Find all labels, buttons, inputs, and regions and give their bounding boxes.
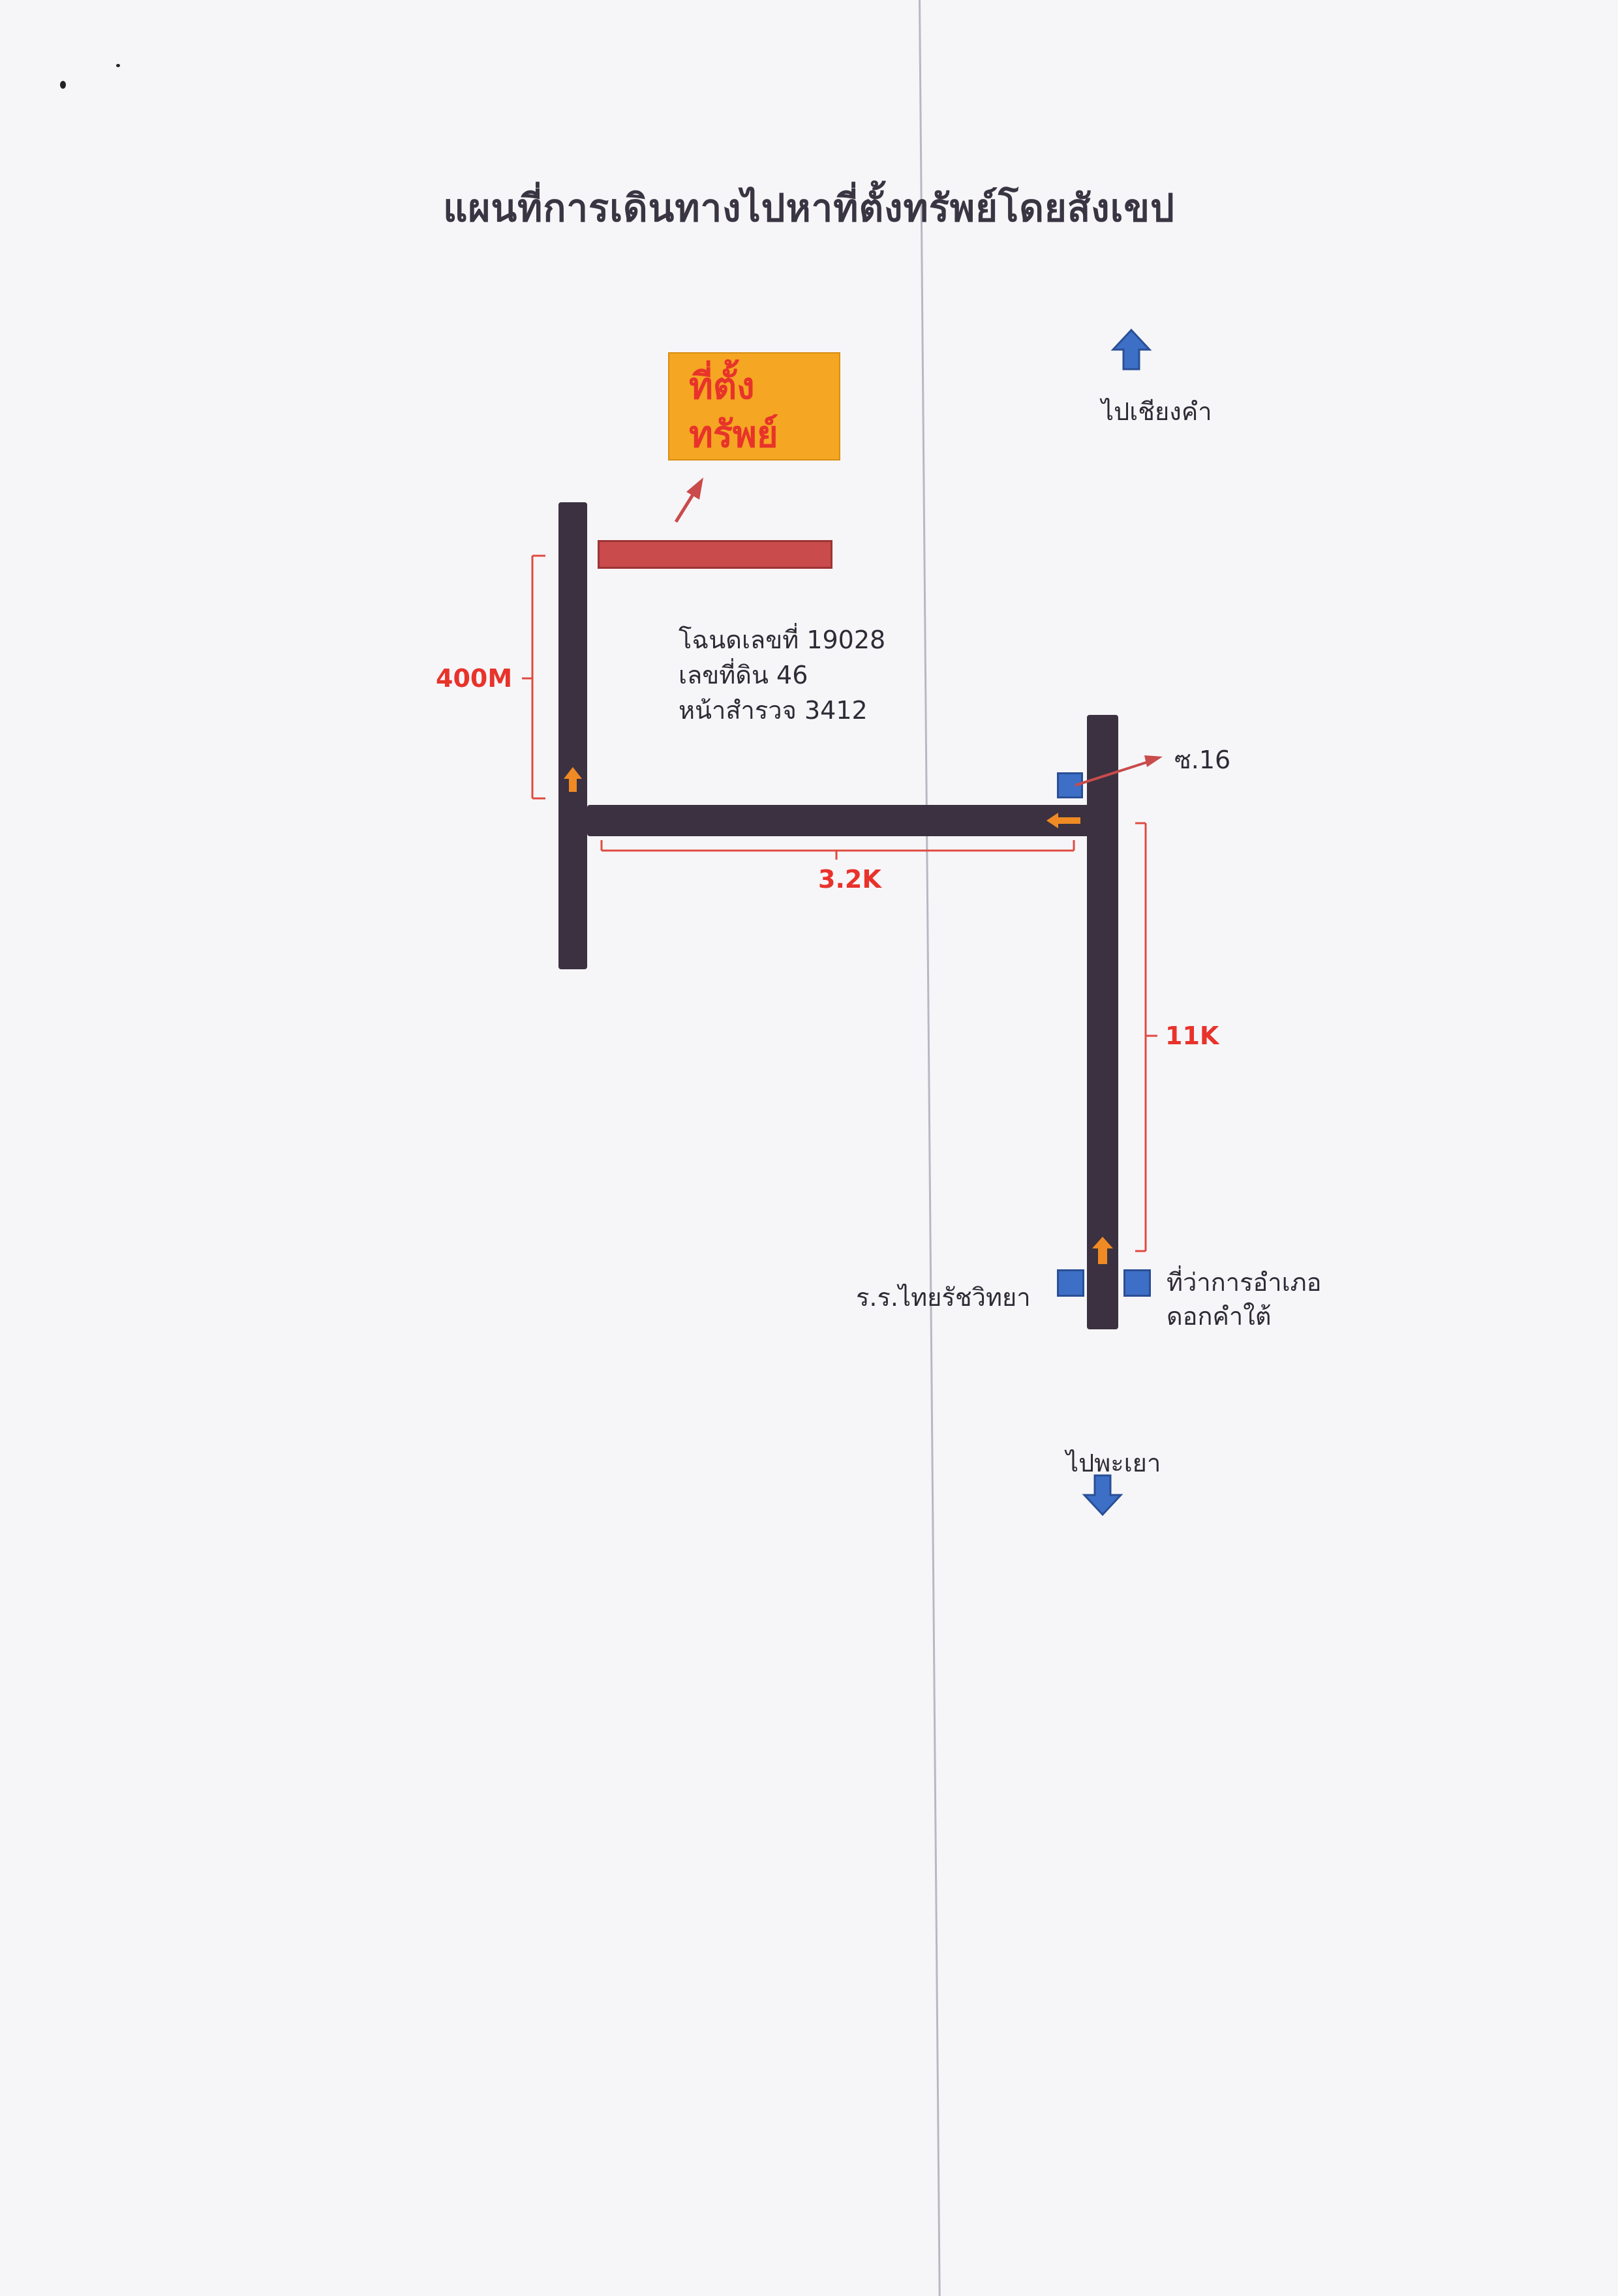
land-number: เลขที่ดิน 46 bbox=[679, 661, 808, 689]
district-office-line1: ที่ว่าการอำเภอ bbox=[1167, 1268, 1322, 1297]
pointer-arrow-icon bbox=[1075, 755, 1163, 787]
road-north-west bbox=[558, 502, 587, 969]
route-arrow-icon bbox=[564, 767, 582, 792]
direction-south-label: ไปพะเยา bbox=[1066, 1449, 1161, 1477]
district-office-label: ที่ว่าการอำเภอ ดอกคำใต้ bbox=[1167, 1265, 1322, 1333]
dimension-bracket-3-2k bbox=[600, 840, 1075, 860]
deed-number: โฉนดเลขที่ 19028 bbox=[679, 626, 886, 654]
property-parcel bbox=[598, 540, 832, 569]
distance-label-11k: 11K bbox=[1165, 1021, 1219, 1050]
dimension-bracket-11k bbox=[1135, 822, 1157, 1252]
route-arrow-icon bbox=[1046, 813, 1080, 828]
pointer-arrow-icon bbox=[674, 477, 703, 523]
page-title: แผนที่การเดินทางไปหาที่ตั้งทรัพย์โดยสังเ… bbox=[443, 186, 1175, 230]
south-arrow-icon bbox=[1082, 1474, 1123, 1517]
direction-north-label: ไปเชียงคำ bbox=[1101, 397, 1212, 426]
distance-label-400m: 400M bbox=[436, 664, 513, 693]
district-office-marker bbox=[1123, 1269, 1151, 1297]
district-office-line2: ดอกคำใต้ bbox=[1167, 1302, 1272, 1331]
school-marker bbox=[1057, 1269, 1084, 1297]
road-west-connector bbox=[587, 805, 1109, 836]
soi-16-marker bbox=[1057, 772, 1083, 798]
road-main bbox=[1087, 715, 1118, 1329]
property-location-box: ที่ตั้ง ทรัพย์ bbox=[668, 352, 840, 461]
site-label-line1: ที่ตั้ง bbox=[689, 365, 755, 408]
soi-label: ซ.16 bbox=[1174, 746, 1231, 774]
scan-speck bbox=[116, 64, 120, 67]
distance-label-3-2k: 3.2K bbox=[818, 865, 881, 894]
route-arrow-icon bbox=[1092, 1237, 1113, 1264]
dimension-bracket-400m bbox=[522, 554, 545, 800]
site-label-line2: ทรัพย์ bbox=[689, 414, 778, 456]
scan-speck bbox=[60, 81, 66, 89]
survey-number: หน้าสำรวจ 3412 bbox=[679, 696, 868, 725]
deed-info: โฉนดเลขที่ 19028 เลขที่ดิน 46 หน้าสำรวจ … bbox=[679, 622, 885, 728]
school-label: ร.ร.ไทยรัชวิทยา bbox=[856, 1283, 1031, 1312]
north-arrow-icon bbox=[1110, 328, 1152, 370]
